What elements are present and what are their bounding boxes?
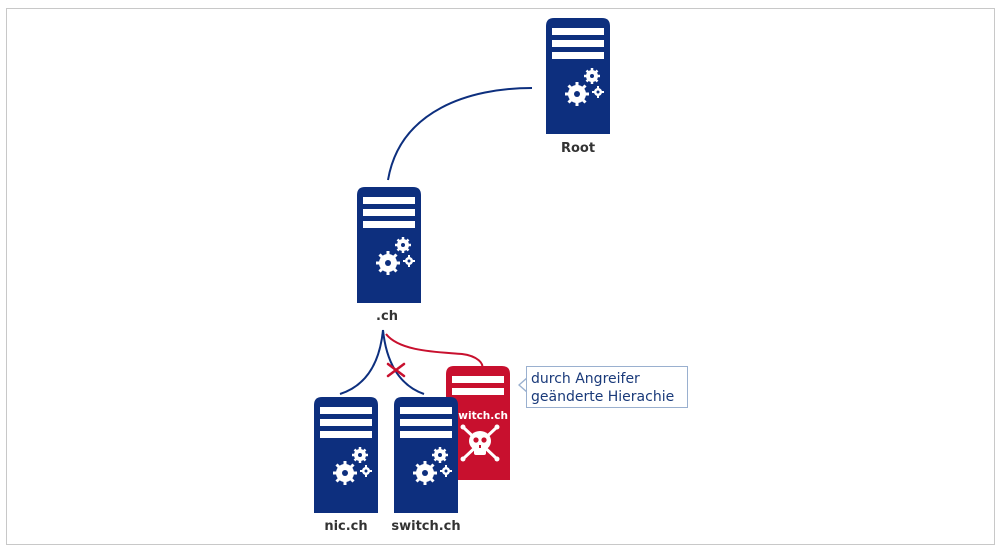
ch-server [357,187,421,303]
attacker-server: switch.ch [446,366,510,480]
ch-label: .ch [376,309,398,324]
link-ch-fake [385,333,484,369]
attacker-callout: durch Angreifer geänderte Hierachie [526,366,688,408]
callout-pointer-fill [520,378,528,392]
root-server [546,18,610,134]
nic-label: nic.ch [324,519,367,534]
callout-line-1: durch Angreifer [531,371,640,387]
attacker-label: switch.ch [452,410,508,422]
link-ch-switch [382,329,425,395]
nic-server [314,397,378,513]
server-gears-icon [376,237,415,275]
server-gears-icon [413,447,452,485]
server-gears-icon [333,447,372,485]
callout-line-2: geänderte Hierachie [531,389,675,405]
skull-icon [460,424,500,462]
cross-icon [386,362,406,378]
link-root-ch [387,87,533,181]
switch-label: switch.ch [391,519,460,534]
server-gears-icon [565,68,604,106]
switch-server [394,397,458,513]
root-label: Root [561,141,595,156]
link-ch-nic [339,329,384,395]
